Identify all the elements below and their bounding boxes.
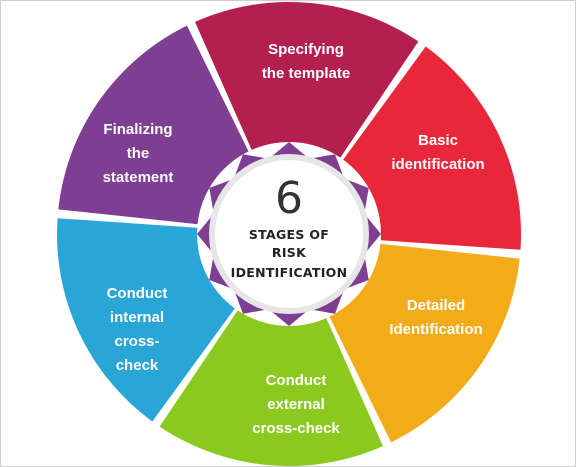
center-disc: [215, 160, 363, 308]
segment-label-external-line-2: external: [267, 396, 325, 413]
segment-label-specifying-line-2: the template: [262, 65, 350, 82]
segment-label-internal-line-1: Conduct: [107, 285, 168, 302]
segment-detailed: [329, 243, 520, 443]
segment-external: [159, 310, 383, 466]
segment-specifying: [195, 2, 419, 158]
center-title-line-2: RISK: [272, 245, 307, 260]
segment-label-external-line-3: cross-check: [252, 420, 340, 437]
segment-label-internal-line-4: check: [116, 357, 159, 374]
center-number: 6: [275, 173, 303, 224]
wheel-center: 6 STAGES OF RISK IDENTIFICATION: [197, 142, 381, 326]
segment-basic: [343, 46, 521, 250]
segment-internal: [56, 218, 235, 422]
segment-label-basic-line-2: identification: [391, 156, 484, 173]
segment-label-internal-line-2: internal: [110, 309, 164, 326]
segment-finalizing: [58, 25, 249, 225]
wheel-segments: [56, 2, 521, 466]
segment-label-external-line-1: Conduct: [266, 372, 327, 389]
segment-label-detailed-line-1: Detailed: [407, 297, 465, 314]
segment-label-finalizing-line-2: the: [127, 145, 150, 162]
segment-label-detailed-line-2: Identification: [389, 321, 482, 338]
segment-label-finalizing-line-1: Finalizing: [103, 121, 172, 138]
segment-label-finalizing-line-3: statement: [103, 169, 174, 186]
segment-label-basic-line-1: Basic: [418, 132, 458, 149]
segment-label-internal-line-3: cross-: [114, 333, 159, 350]
segment-label-specifying-line-1: Specifying: [268, 41, 344, 58]
center-title-line-3: IDENTIFICATION: [231, 265, 348, 280]
center-title-line-1: STAGES OF: [249, 227, 329, 242]
